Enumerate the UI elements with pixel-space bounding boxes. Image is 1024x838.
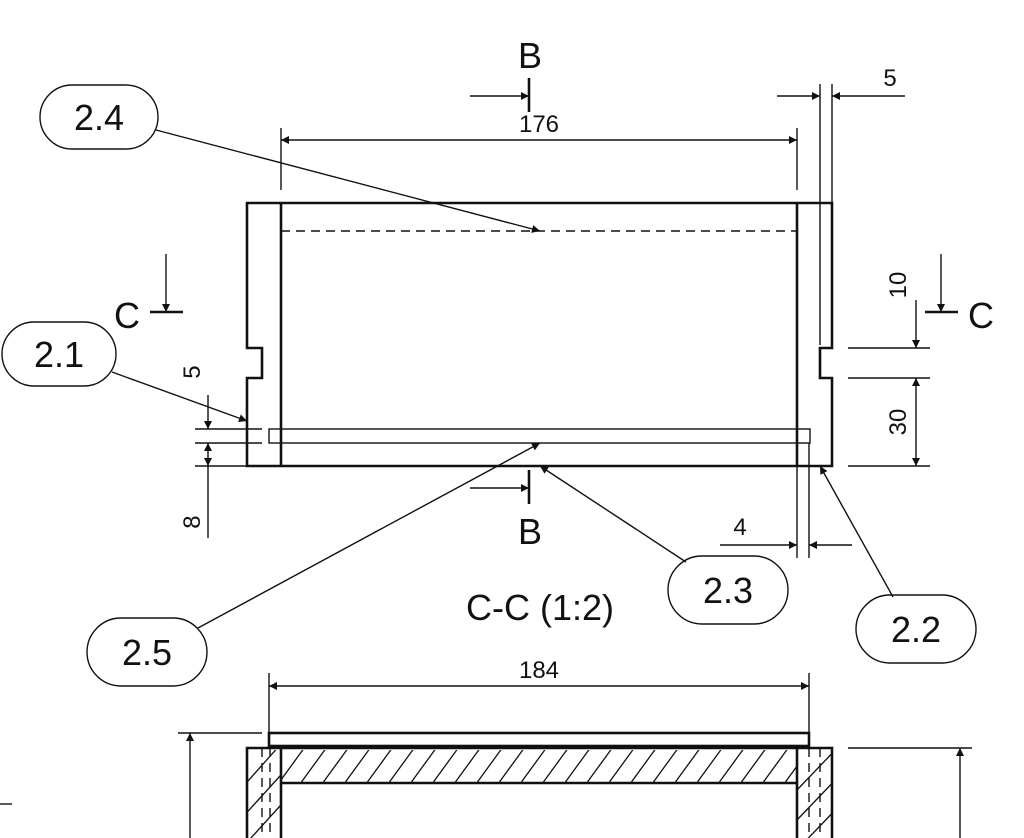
left-wall-hatch <box>247 750 281 838</box>
dimension-10-30-right: 10 30 <box>848 272 930 467</box>
callout-2-5: 2.5 <box>86 442 541 687</box>
callout-2-1-label: 2.1 <box>34 334 84 375</box>
section-marker-c-right: C <box>925 254 994 336</box>
dimension-4-label: 4 <box>733 514 746 541</box>
callout-2-4: 2.4 <box>39 84 541 233</box>
dimension-184-label: 184 <box>519 657 559 684</box>
dimension-176: 176 <box>280 111 798 190</box>
section-view-title: C-C (1:2) <box>466 587 614 628</box>
callout-2-3-label: 2.3 <box>703 570 753 611</box>
callout-2-4-label: 2.4 <box>74 97 124 138</box>
section-marker-c-left: C <box>114 254 183 336</box>
section-marker-b-bottom: B <box>470 470 542 552</box>
section-walls <box>245 746 834 838</box>
dimension-184: 184 <box>268 657 810 745</box>
callout-2-3: 2.3 <box>539 465 789 625</box>
section-hatch <box>281 750 797 783</box>
dimension-5-top-right-label: 5 <box>883 65 896 92</box>
callout-2-5-label: 2.5 <box>122 632 172 673</box>
callout-2-2-label: 2.2 <box>891 609 941 650</box>
outer-outline <box>245 201 834 468</box>
dimension-5-8-left: 5 8 <box>179 365 262 538</box>
section-label-b-bottom: B <box>518 511 542 552</box>
dimension-4-bottom-right: 4 <box>720 443 852 558</box>
dimension-30-label: 30 <box>885 409 912 436</box>
right-wall-hatch <box>797 752 832 838</box>
dimension-8-label: 8 <box>179 515 206 528</box>
bottom-panel <box>268 428 811 444</box>
section-marker-b-top: B <box>470 35 542 112</box>
callout-2-2: 2.2 <box>819 465 977 664</box>
dimension-5-top-right: 5 <box>777 65 905 345</box>
main-view <box>245 201 834 468</box>
dimension-10-label: 10 <box>885 272 912 299</box>
section-label-c-right: C <box>968 295 994 336</box>
lid-strip <box>267 731 811 748</box>
dimension-176-label: 176 <box>519 111 559 138</box>
section-label-b-top: B <box>518 35 542 76</box>
dimension-5-left-label: 5 <box>179 365 206 378</box>
section-view: 184 <box>0 657 972 838</box>
section-label-c-left: C <box>114 295 140 336</box>
callout-2-1: 2.1 <box>1 321 248 423</box>
